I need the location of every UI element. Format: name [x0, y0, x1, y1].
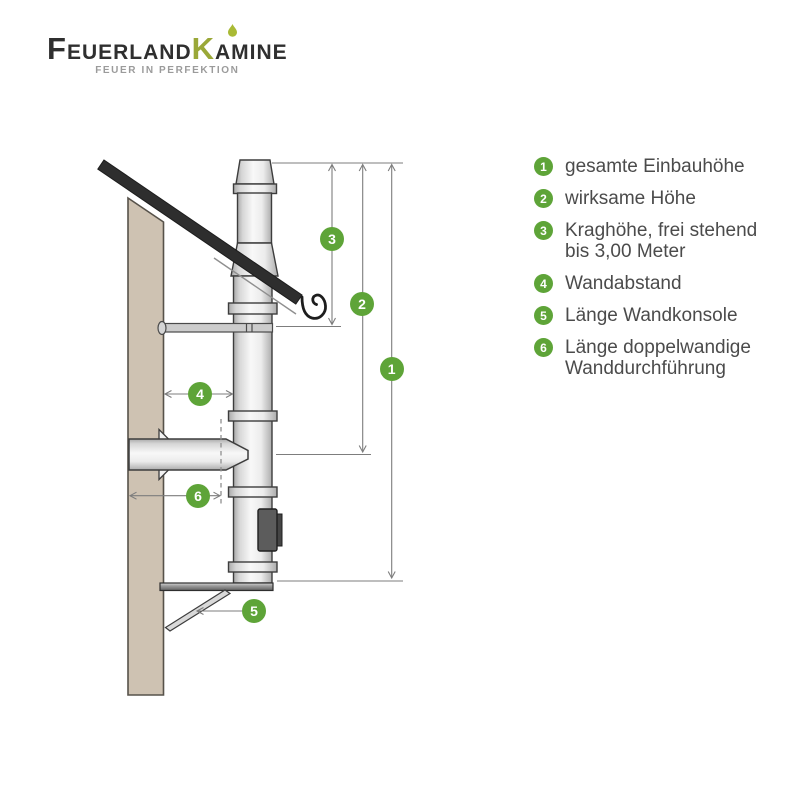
legend-badge-6: 6 — [534, 338, 553, 357]
wall-console-plate — [159, 582, 274, 592]
pipe-band-top — [232, 183, 278, 195]
legend-badge-3: 3 — [534, 221, 553, 240]
dim-badge-5: 5 — [242, 599, 266, 623]
roof-flashing-edge — [213, 257, 297, 315]
brand-logo: FEUERLANDKAMINE FEUER IN PERFEKTION — [47, 24, 288, 76]
gutter-hook — [300, 293, 327, 320]
legend-badge-1: 1 — [534, 157, 553, 176]
legend-badge-2: 2 — [534, 189, 553, 208]
pipe-band-5 — [227, 561, 278, 573]
dim-badge-6: 6 — [186, 484, 210, 508]
legend-label-5: Länge Wandkonsole — [565, 305, 738, 326]
wordmark-part1: F — [47, 31, 67, 66]
brand-wordmark: FEUERLANDKAMINE — [47, 24, 288, 67]
legend-item-1: 1 gesamte Einbauhöhe — [534, 156, 779, 177]
legend: 1 gesamte Einbauhöhe 2 wirksame Höhe 3 K… — [534, 156, 779, 390]
legend-label-2: wirksame Höhe — [565, 188, 696, 209]
dim-badge-3: 3 — [320, 227, 344, 251]
bracket-wall-anchor — [157, 320, 167, 336]
legend-item-6: 6 Länge doppelwandige Wanddurchführung — [534, 337, 779, 379]
roof-beam — [97, 159, 303, 305]
legend-label-4: Wandabstand — [565, 273, 682, 294]
legend-item-3: 3 Kraghöhe, frei stehend bis 3,00 Meter — [534, 220, 779, 262]
legend-label-6: Länge doppelwandige Wanddurchführung — [565, 337, 751, 379]
pipe-band-2 — [227, 302, 278, 315]
legend-label-3: Kraghöhe, frei stehend bis 3,00 Meter — [565, 220, 758, 262]
dim-badge-1: 1 — [379, 357, 404, 381]
legend-label-1: gesamte Einbauhöhe — [565, 156, 745, 177]
wordmark-part3: K — [191, 31, 215, 66]
legend-badge-4: 4 — [534, 274, 553, 293]
flame-icon — [228, 24, 237, 37]
legend-item-5: 5 Länge Wandkonsole — [534, 305, 779, 326]
legend-badge-5: 5 — [534, 306, 553, 325]
wall-duct-pipe — [128, 438, 249, 471]
dim-badge-2: 2 — [350, 292, 374, 316]
pipe-band-3 — [227, 410, 278, 422]
dim-badge-4: 4 — [188, 382, 212, 406]
wordmark-part4: AMINE — [215, 41, 288, 64]
legend-item-2: 2 wirksame Höhe — [534, 188, 779, 209]
legend-item-4: 4 Wandabstand — [534, 273, 779, 294]
pipe-band-4 — [227, 486, 278, 498]
brand-tagline: FEUER IN PERFEKTION — [95, 65, 240, 76]
wordmark-part2: EUERLAND — [66, 41, 192, 64]
chimney-upper-pipe — [236, 192, 273, 244]
inspection-door — [257, 508, 278, 552]
wall-bracket-bar — [160, 322, 274, 333]
chimney-top-cap — [235, 159, 275, 185]
